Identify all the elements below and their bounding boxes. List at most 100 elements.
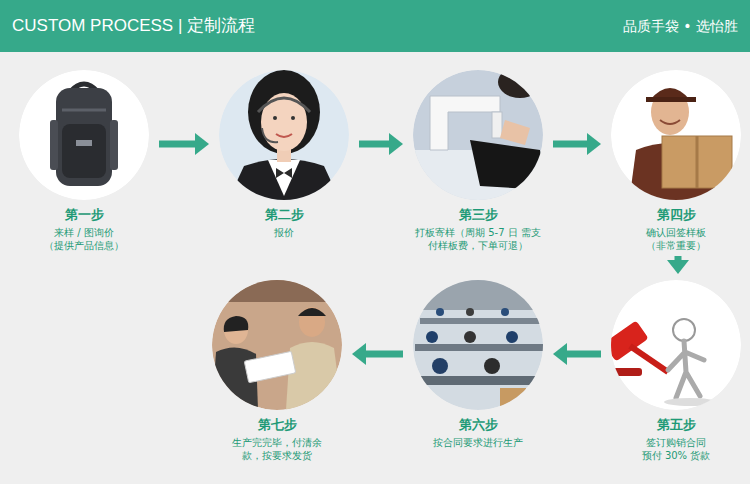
sewing-machine <box>430 96 500 150</box>
face <box>224 316 248 344</box>
step-description: 来样 / 图询价 （提供产品信息） <box>44 226 125 252</box>
bag-zip <box>62 109 106 112</box>
cap-brim <box>646 97 696 102</box>
shadow <box>664 398 716 406</box>
flow-arrow <box>553 343 601 365</box>
hair <box>248 70 320 154</box>
cardboard-box <box>662 136 732 188</box>
face <box>299 307 325 337</box>
flow-arrow <box>667 256 689 274</box>
carton <box>500 388 526 406</box>
worker <box>484 358 500 374</box>
arrow-shaft <box>364 351 403 358</box>
process-step: 第二步报价 <box>219 70 349 239</box>
smile <box>660 120 680 124</box>
worker-head <box>498 66 542 98</box>
step-heading: 第二步 <box>219 207 349 223</box>
arrow-shaft <box>565 351 601 358</box>
step-heading: 第五步 <box>611 417 741 433</box>
header-bar: CUSTOM PROCESS | 定制流程 品质手袋 • 选怡胜 <box>0 0 750 52</box>
photo-ground <box>19 70 149 200</box>
factory-photo <box>410 280 550 410</box>
worker <box>506 331 518 343</box>
bag-tag <box>76 140 92 146</box>
machine-needle <box>492 112 502 138</box>
handover-photo <box>212 280 342 410</box>
photo-ground <box>212 280 342 410</box>
suit <box>226 159 342 205</box>
arrow-head <box>553 343 567 365</box>
figure-head <box>673 319 695 341</box>
worker <box>432 358 448 374</box>
flow-arrow <box>359 133 403 155</box>
step-description: 生产完完毕，付清余 款，按要求发货 <box>231 436 323 462</box>
shirt <box>268 160 300 196</box>
flow-arrow <box>553 133 601 155</box>
arrow-head <box>352 343 366 365</box>
worker <box>436 308 444 316</box>
hammer-base <box>612 368 642 376</box>
bag-strap <box>110 120 118 170</box>
table-row <box>415 344 545 351</box>
face <box>651 89 689 135</box>
bow-tie <box>276 168 292 178</box>
worker <box>426 331 438 343</box>
smile <box>276 134 292 137</box>
flow-arrow <box>159 133 209 155</box>
worker <box>501 308 509 316</box>
step-heading: 第一步 <box>19 207 149 223</box>
eye <box>291 116 295 120</box>
flow-arrow <box>352 343 403 365</box>
process-step: 第一步来样 / 图询价 （提供产品信息） <box>19 70 149 252</box>
person-right <box>286 342 342 410</box>
figure-body <box>668 341 704 398</box>
step-description: 按合同要求进行生产 <box>413 436 543 449</box>
arrow-head <box>587 133 601 155</box>
process-step: 第五步签订购销合同 预付 30% 货款 <box>611 280 741 462</box>
black-cloth <box>470 140 548 190</box>
backpack-photo <box>19 70 149 200</box>
process-step: 第七步生产完完毕，付清余 款，按要求发货 <box>212 280 342 462</box>
step-heading: 第三步 <box>413 207 543 223</box>
courier-photo <box>611 70 741 210</box>
worker <box>464 331 476 343</box>
arrow-shaft <box>159 141 197 148</box>
hair <box>224 316 249 332</box>
sewing-photo <box>410 66 550 210</box>
step-heading: 第六步 <box>413 417 543 433</box>
arrow-head <box>195 133 209 155</box>
step-description: 确认回签样板 （非常重要） <box>644 226 708 252</box>
hair <box>298 308 326 316</box>
arrow-head <box>389 133 403 155</box>
arrow-head <box>667 260 689 274</box>
box-tape <box>696 136 699 188</box>
page-title: CUSTOM PROCESS | 定制流程 <box>12 15 255 37</box>
wall-sign <box>212 280 342 302</box>
process-step: 第六步按合同要求进行生产 <box>413 280 543 449</box>
headset-mic <box>262 128 278 142</box>
package <box>244 351 296 382</box>
step-description: 报价 <box>219 226 349 239</box>
step-heading: 第四步 <box>611 207 741 223</box>
eye <box>273 116 277 120</box>
process-step: 第四步确认回签样板 （非常重要） <box>611 70 741 252</box>
hand <box>500 120 530 145</box>
process-step: 第三步打板寄样（周期 5-7 日 需支付样板费，下单可退） <box>413 70 543 252</box>
table-row <box>410 376 550 385</box>
bag-body <box>56 88 112 186</box>
step-heading: 第七步 <box>212 417 342 433</box>
arrow-shaft <box>553 141 589 148</box>
worker <box>466 308 474 316</box>
photo-ground <box>611 70 741 200</box>
operator-photo <box>219 70 349 205</box>
contract-hammer-picture <box>603 280 741 410</box>
bag-strap <box>50 120 58 170</box>
table-row <box>420 318 540 324</box>
step-description: 签订购销合同 预付 30% 货款 <box>640 436 712 462</box>
arrow-shaft <box>359 141 391 148</box>
slogan: 品质手袋 • 选怡胜 <box>623 17 738 35</box>
step-description: 打板寄样（周期 5-7 日 需支付样板费，下单可退） <box>413 226 543 252</box>
bag-pocket <box>62 124 106 178</box>
ceiling <box>410 280 550 310</box>
headset <box>258 98 310 112</box>
